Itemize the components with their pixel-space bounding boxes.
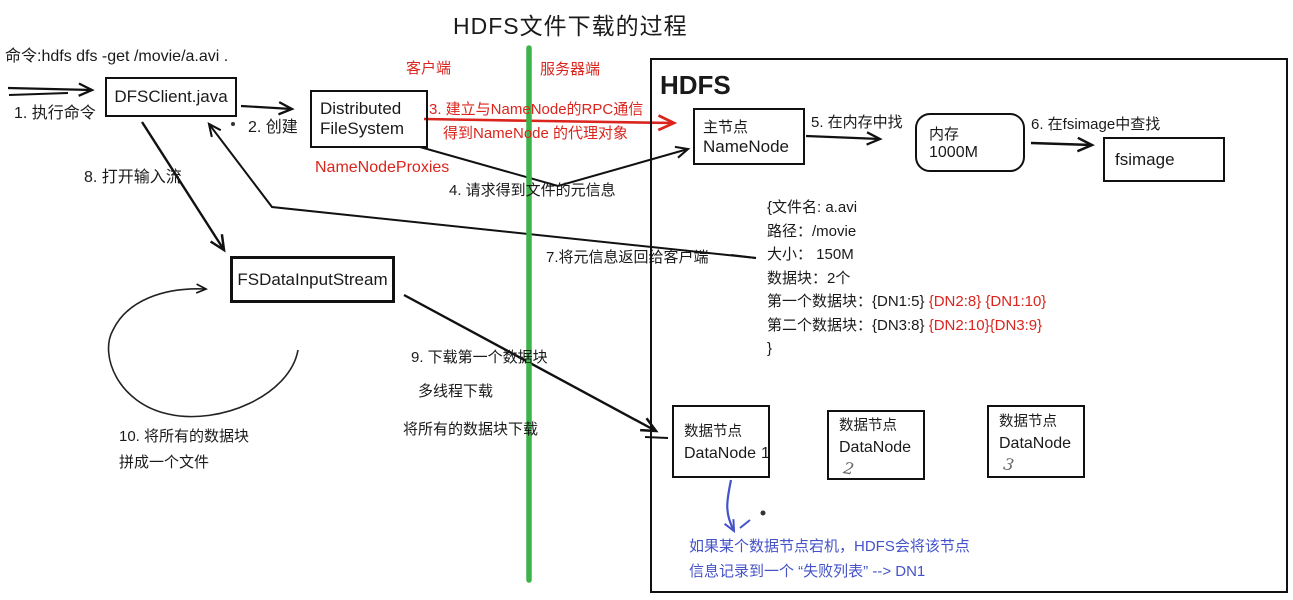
failure-note-line1: 如果某个数据节点宕机，HDFS会将该节点 xyxy=(689,538,970,555)
datanode2-number: 2 xyxy=(842,457,856,479)
step5-arrow xyxy=(805,136,880,139)
datanode2-label: 数据节点 xyxy=(839,417,897,434)
metadata-size: 大小： 150M xyxy=(767,246,854,263)
distributed-filesystem-line2: FileSystem xyxy=(320,119,405,138)
memory-box-line2: 1000M xyxy=(929,144,978,161)
datanode2-box: 数据节点 DataNode2 xyxy=(827,410,925,480)
hdfs-container-box: HDFS xyxy=(650,58,1288,593)
memory-box-line1: 内存 xyxy=(929,126,960,143)
step6-label: 6. 在fsimage中查找 xyxy=(1031,116,1161,133)
dfsclient-box-label: DFSClient.java xyxy=(114,87,228,106)
step6-arrow xyxy=(1030,143,1092,145)
hdfs-container-label: HDFS xyxy=(660,70,731,100)
datanode3-name: DataNode 3 xyxy=(999,435,1083,475)
step5-label: 5. 在内存中找 xyxy=(811,114,903,131)
metadata-block2-extra-locations: {DN2:10}{DN3:9} xyxy=(928,316,1043,334)
step10-loop-arrow xyxy=(107,289,299,418)
metadata-block2-locations: 第二个数据块：{DN3:8} xyxy=(767,316,929,334)
ink-dot-1 xyxy=(231,122,235,126)
distributed-filesystem-line1: Distributed xyxy=(320,99,402,118)
fsdatainputstream-box-label: FSDataInputStream xyxy=(237,269,388,289)
namenode-box: 主节点 NameNode xyxy=(693,108,805,165)
namenode-box-line2: NameNode xyxy=(703,137,789,156)
metadata-closing-brace: } xyxy=(767,340,773,357)
step4-request-line xyxy=(419,147,688,188)
step9-label-line3: 将所有的数据块下载 xyxy=(403,421,539,438)
datanode3-box: 数据节点 DataNode 3 xyxy=(987,405,1085,478)
dfsclient-box: DFSClient.java xyxy=(105,77,237,117)
step3-rpc-arrow xyxy=(423,119,674,123)
metadata-block1: 第一个数据块：{DN1:5} {DN2:8} {DN1:10} xyxy=(767,290,1046,314)
step8-open-stream-line xyxy=(140,121,224,250)
step1-label: 1. 执行命令 xyxy=(14,105,96,122)
page-title: HDFS文件下载的过程 xyxy=(453,13,688,39)
server-zone-label: 服务器端 xyxy=(540,61,601,78)
fsimage-box-label: fsimage xyxy=(1115,149,1175,169)
file-metadata-block: {文件名: a.avi 路径：/movie 大小： 150M 数据块：2个 第一… xyxy=(767,196,1046,361)
datanode2-name: DataNode2 xyxy=(839,438,923,479)
failure-note-line2: 信息记录到一个 “失败列表” --> DN1 xyxy=(689,563,926,580)
datanode3-label: 数据节点 xyxy=(999,414,1057,430)
fsdatainputstream-box: FSDataInputStream xyxy=(230,256,395,303)
step1-arrow-sketch xyxy=(8,92,69,96)
step3-label-line1: 3. 建立与NameNode的RPC通信 xyxy=(429,101,644,118)
namenode-proxies-label: NameNodeProxies xyxy=(315,159,450,176)
datanode1-label: 数据节点 xyxy=(684,424,742,440)
step7-dash xyxy=(730,254,757,259)
datanode3-name-text: DataNode xyxy=(999,435,1072,452)
metadata-block1-locations: 第一个数据块：{DN1:5} xyxy=(767,293,929,310)
failure-arrow xyxy=(727,479,734,531)
fsimage-box: fsimage xyxy=(1103,137,1225,182)
command-text: 命令:hdfs dfs -get /movie/a.avi . xyxy=(5,48,229,65)
step4-label: 4. 请求得到文件的元信息 xyxy=(449,182,616,199)
datanode3-number: 3 xyxy=(1002,454,1016,475)
metadata-block1-extra-locations: {DN2:8} {DN1:10} xyxy=(928,293,1047,310)
step10-label-line1: 10. 将所有的数据块 xyxy=(119,428,250,445)
step8-label: 8. 打开输入流 xyxy=(84,169,182,186)
distributed-filesystem-box: Distributed FileSystem xyxy=(310,90,428,148)
step10-label-line2: 拼成一个文件 xyxy=(119,454,210,471)
step7-return-line xyxy=(209,124,757,259)
step2-arrow xyxy=(240,106,292,109)
failure-arrow-tick xyxy=(739,519,751,529)
step7-label: 7.将元信息返回给客户端 xyxy=(546,249,709,266)
datanode2-name-text: DataNode xyxy=(839,438,912,456)
memory-box: 内存 1000M xyxy=(915,113,1025,172)
step9-label-line2: 多线程下载 xyxy=(418,383,494,400)
ink-dot-2 xyxy=(760,510,766,516)
step9-dash xyxy=(644,436,669,439)
datanode1-number: 1 xyxy=(761,445,770,462)
step1-arrow xyxy=(7,88,92,90)
step3-label-line2: 得到NameNode 的代理对象 xyxy=(443,125,629,142)
metadata-filename: {文件名: a.avi xyxy=(767,199,858,216)
step2-label: 2. 创建 xyxy=(248,119,298,136)
step9-label-line1: 9. 下载第一个数据块 xyxy=(411,349,548,366)
metadata-block2: 第二个数据块：{DN3:8} {DN2:10}{DN3:9} xyxy=(767,314,1046,338)
client-zone-label: 客户端 xyxy=(406,60,452,77)
namenode-box-line1: 主节点 xyxy=(703,119,749,136)
datanode1-name-text: DataNode xyxy=(684,445,757,462)
metadata-path: 路径：/movie xyxy=(767,222,857,240)
metadata-block-count: 数据块：2个 xyxy=(767,269,851,287)
